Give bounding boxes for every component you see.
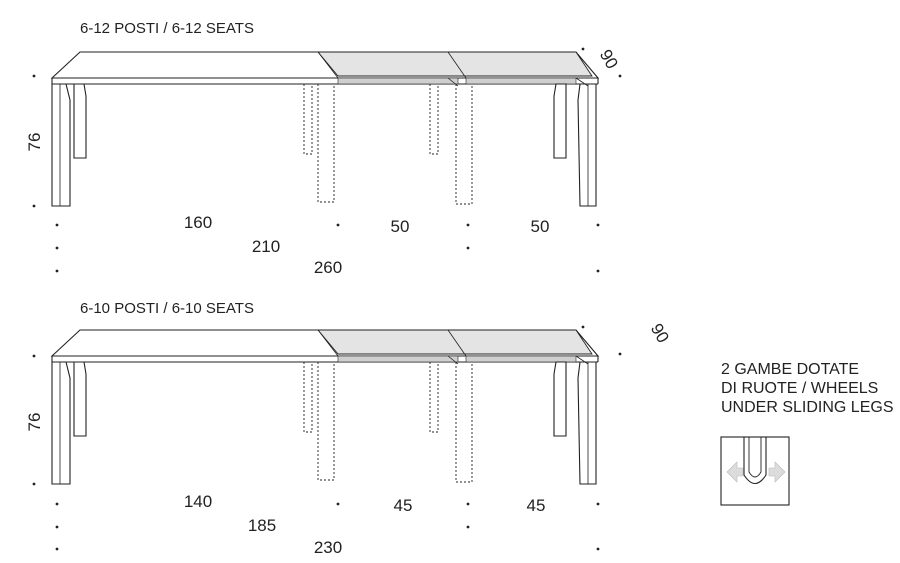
bottom-table-title: 6-10 POSTI / 6-10 SEATS bbox=[80, 300, 254, 317]
bottom-total-1: 185 bbox=[248, 516, 276, 535]
bottom-segment-3: 45 bbox=[527, 496, 546, 515]
top-table-title: 6-12 POSTI / 6-12 SEATS bbox=[80, 20, 254, 37]
top-table-drawing bbox=[51, 51, 599, 207]
wheel-icon bbox=[720, 436, 790, 506]
bottom-segment-2: 45 bbox=[394, 496, 413, 515]
top-segment-1: 160 bbox=[184, 213, 212, 232]
bottom-table-drawing bbox=[51, 329, 599, 485]
top-segment-3: 50 bbox=[531, 217, 550, 236]
bottom-depth-label: 90 bbox=[647, 320, 673, 346]
top-total-1: 210 bbox=[252, 237, 280, 256]
top-height-label: 76 bbox=[25, 133, 44, 152]
bottom-height-label: 76 bbox=[25, 413, 44, 432]
top-depth-label: 90 bbox=[596, 46, 622, 72]
top-table-group: 6-12 POSTI / 6-12 SEATS 76 90 160 50 50 … bbox=[25, 20, 622, 277]
note-line-3: UNDER SLIDING LEGS bbox=[721, 399, 893, 416]
bottom-total-2: 230 bbox=[314, 538, 342, 557]
bottom-table-group: 6-10 POSTI / 6-10 SEATS 76 90 140 45 45 … bbox=[25, 300, 673, 557]
bottom-segment-1: 140 bbox=[184, 492, 212, 511]
wheels-note: 2 GAMBE DOTATE DI RUOTE / WHEELS UNDER S… bbox=[720, 361, 893, 506]
top-segment-2: 50 bbox=[391, 217, 410, 236]
top-total-2: 260 bbox=[314, 258, 342, 277]
arrow-left-icon bbox=[726, 461, 744, 483]
note-line-2: DI RUOTE / WHEELS bbox=[721, 380, 878, 397]
note-line-1: 2 GAMBE DOTATE bbox=[721, 361, 859, 378]
arrow-right-icon bbox=[768, 461, 786, 483]
